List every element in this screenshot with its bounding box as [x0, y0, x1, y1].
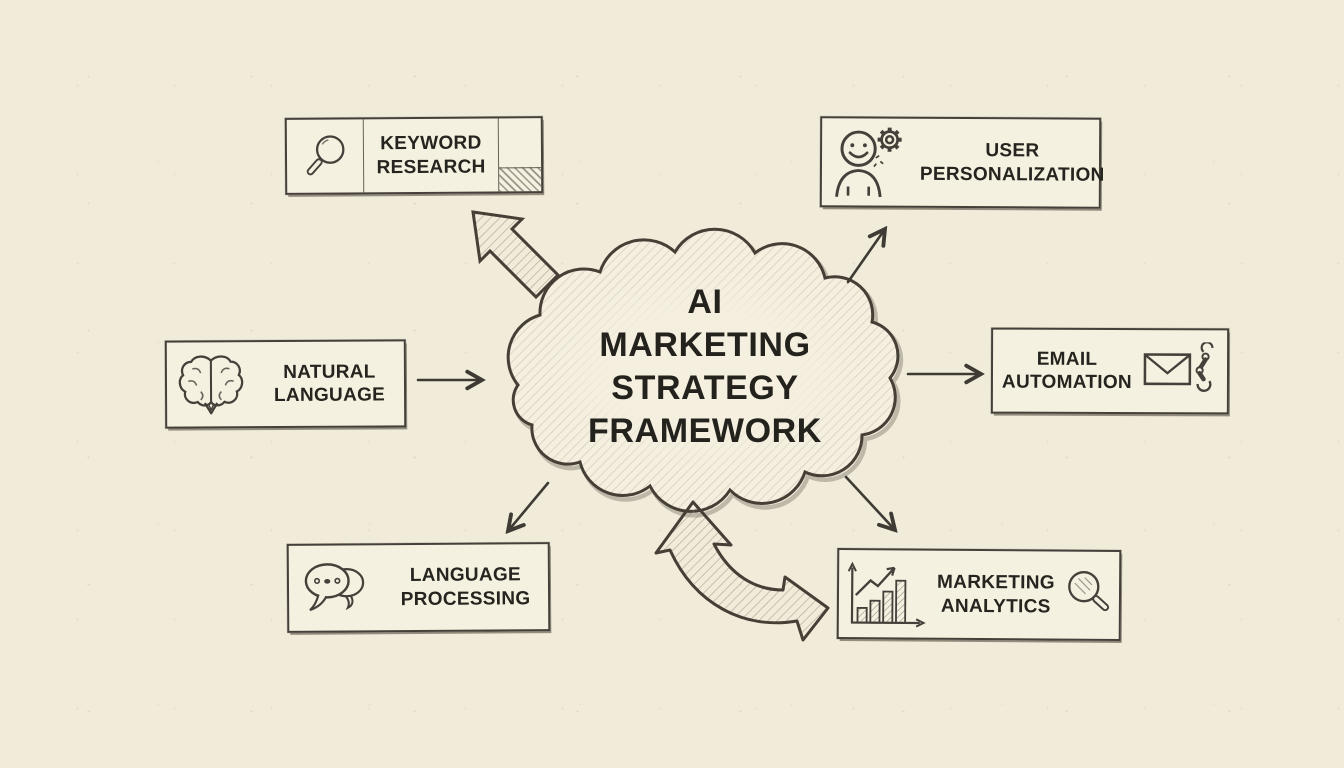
central-title-line: STRATEGY [611, 369, 799, 407]
bar-chart-icon [839, 550, 936, 638]
gear-icon [877, 127, 902, 152]
node-label-line: MARKETING [937, 571, 1055, 594]
central-title-line: FRAMEWORK [588, 412, 822, 450]
node-label-line: PERSONALIZATION [919, 163, 1105, 186]
arrow-to-language-processing [508, 481, 550, 531]
arrow-to-user-personalization [846, 229, 885, 284]
envelope-robot-icon [1141, 330, 1227, 412]
node-label-line: RESEARCH [376, 156, 486, 178]
node-marketing-analytics: MARKETING ANALYTICS [836, 548, 1125, 641]
node-label-line: PROCESSING [400, 587, 531, 610]
arrow-to-keyword-research [471, 210, 561, 300]
sparkle-icon [873, 154, 884, 167]
node-label-line: KEYWORD [380, 132, 482, 155]
node-label-line: LANGUAGE [273, 384, 386, 407]
central-title-line: MARKETING [599, 326, 811, 364]
node-label-line: ANALYTICS [940, 595, 1051, 618]
node-natural-language: NATURAL LANGUAGE [164, 339, 407, 429]
arrow-to-marketing-analytics [844, 475, 895, 530]
node-user-personalization: USER PERSONALIZATION [819, 116, 1105, 209]
central-title-line: AI [687, 283, 723, 321]
magnifier-icon [286, 119, 365, 193]
node-language-processing: LANGUAGE PROCESSING [286, 542, 551, 633]
node-label-line: LANGUAGE [409, 564, 522, 587]
brain-icon [167, 342, 255, 426]
magnifier-icon [1056, 552, 1125, 639]
speech-bubbles-icon [289, 545, 384, 631]
node-label: MARKETING ANALYTICS [935, 551, 1057, 639]
node-label: EMAIL AUTOMATION [993, 330, 1141, 413]
central-node-title: AI MARKETING STRATEGY FRAMEWORK [545, 281, 865, 453]
progress-strip [497, 118, 542, 192]
node-label-line: USER [985, 140, 1040, 162]
node-label: NATURAL LANGUAGE [255, 341, 404, 426]
node-email-automation: EMAIL AUTOMATION [990, 327, 1230, 415]
trend-arrow-icon [854, 566, 896, 596]
person-gear-icon [822, 118, 918, 206]
arrow-curved-to-marketing-analytics [654, 500, 830, 642]
cloud-outline [506, 227, 900, 513]
node-label-line: AUTOMATION [1001, 371, 1132, 394]
node-label-line: EMAIL [1036, 348, 1098, 370]
hatched-bar [499, 167, 542, 192]
cloud-inner-clearing [544, 269, 864, 475]
node-label: USER PERSONALIZATION [918, 119, 1107, 207]
robot-arm-icon [1195, 342, 1214, 392]
node-label: KEYWORD RESEARCH [364, 118, 499, 192]
node-label-line: NATURAL [283, 361, 376, 383]
node-keyword-research: KEYWORD RESEARCH [284, 116, 544, 195]
node-label: LANGUAGE PROCESSING [383, 544, 549, 630]
